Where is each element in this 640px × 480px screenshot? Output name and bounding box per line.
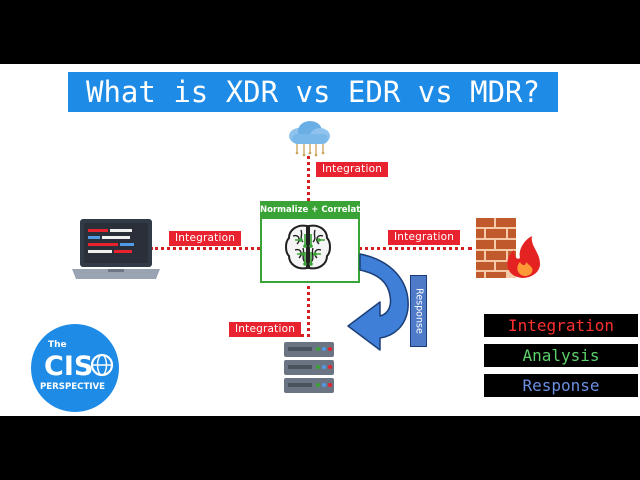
cis-perspective-logo: The CIS PERSPECTIVE bbox=[31, 324, 119, 412]
legend-analysis: Analysis bbox=[484, 344, 638, 367]
integration-tag-bottom: Integration bbox=[229, 322, 302, 337]
logo-the-text: The bbox=[48, 340, 67, 350]
logo-perspective-text: PERSPECTIVE bbox=[40, 382, 105, 392]
diagram-stage: What is XDR vs EDR vs MDR? Integration bbox=[0, 64, 640, 416]
response-tag-label: Response bbox=[413, 288, 424, 334]
connector-bottom-branch bbox=[296, 334, 310, 337]
curved-arrow-icon bbox=[347, 253, 409, 351]
integration-tag-left: Integration bbox=[169, 231, 242, 246]
legend-response: Response bbox=[484, 374, 638, 397]
laptop-code-icon bbox=[72, 219, 160, 279]
response-tag: Response bbox=[410, 275, 427, 347]
server-icon bbox=[284, 342, 334, 393]
connector-left bbox=[150, 247, 260, 250]
logo-cis-text: CIS bbox=[44, 351, 93, 382]
cloud-icon bbox=[289, 121, 330, 157]
legend-integration: Integration bbox=[484, 314, 638, 337]
connector-right bbox=[358, 247, 472, 250]
firewall-icon bbox=[476, 218, 540, 278]
brain-icon bbox=[285, 224, 331, 270]
connector-top bbox=[307, 156, 310, 201]
normalize-correlate-label: Normalize + Correlate bbox=[260, 201, 366, 219]
integration-tag-right: Integration bbox=[388, 230, 461, 245]
page-title: What is XDR vs EDR vs MDR? bbox=[68, 72, 558, 112]
connector-bottom bbox=[307, 279, 310, 337]
integration-tag-top: Integration bbox=[316, 162, 389, 177]
